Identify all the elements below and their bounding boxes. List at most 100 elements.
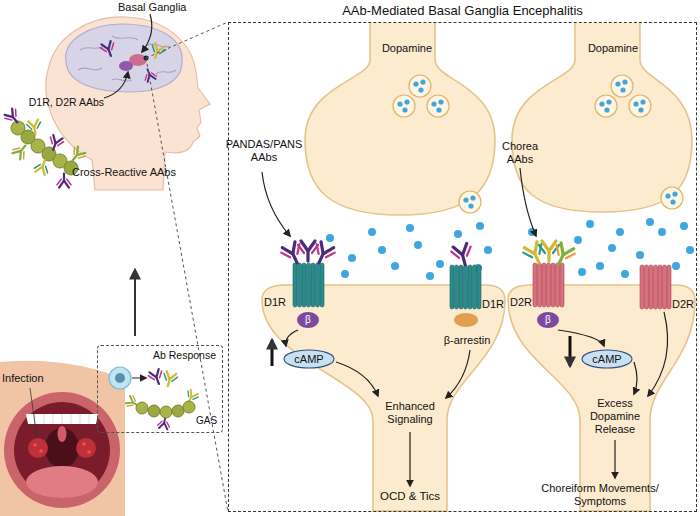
receptors <box>293 263 324 307</box>
mouth-illustration <box>58 426 67 442</box>
dopamine-molecules <box>406 224 414 232</box>
brain-shape <box>119 61 133 71</box>
progression-arrow <box>135 270 136 336</box>
autoantibodies <box>280 241 577 269</box>
outcome-label: OCD & Tics <box>360 490 460 503</box>
synaptic-vesicles <box>393 75 683 213</box>
subunit-label: β <box>542 313 554 326</box>
mouth-illustration <box>33 443 37 447</box>
response-antibodies <box>125 368 200 429</box>
receptors <box>640 265 671 309</box>
receptor-label: D2R <box>672 298 698 311</box>
bacteria-label: GAS <box>196 414 222 427</box>
molecule-name: cAMP <box>581 349 633 369</box>
antibody-label: PANDAS/PANS AAbs <box>222 138 306 164</box>
signal-arrows <box>634 362 637 394</box>
brain-antibodies <box>100 40 167 82</box>
b-cell <box>109 367 131 389</box>
synaptic-vesicles <box>595 95 617 117</box>
dopamine-molecules <box>326 234 334 242</box>
postsynaptic-terminal <box>262 285 695 511</box>
mouth-illustration <box>14 402 110 498</box>
response-antibodies <box>161 371 178 388</box>
dopamine-molecules <box>378 246 386 254</box>
antibody-label: Chorea AAbs <box>495 140 545 166</box>
b-cell <box>109 367 146 389</box>
antibody-label: D1R, D2R AAbs <box>20 96 104 109</box>
dopamine-molecules <box>454 230 462 238</box>
subunit-label: β <box>302 313 314 326</box>
dopamine-molecules <box>680 222 688 230</box>
molecule-name: cAMP <box>283 349 335 369</box>
brain-shape <box>66 24 182 92</box>
arrestin-blobs <box>297 312 559 328</box>
molecule-label: Dopamine <box>578 42 648 55</box>
bacteria-chain <box>148 405 160 417</box>
signal-arrows <box>262 168 668 486</box>
dopamine-molecules <box>578 268 586 276</box>
arrestin-blobs <box>537 312 559 328</box>
mouth-illustration <box>87 450 91 454</box>
cross-reactive-antibodies <box>67 145 87 165</box>
mouth-illustration <box>26 414 98 424</box>
zoom-leader-line <box>146 22 228 58</box>
synaptic-vesicles <box>661 187 683 209</box>
mouth-illustration <box>76 438 96 458</box>
dopamine-molecules <box>646 218 654 226</box>
signal-arrows <box>336 362 378 396</box>
progression-arrow <box>134 270 136 336</box>
arrestin-blobs <box>297 312 319 328</box>
camp-oval: cAMP <box>283 349 335 369</box>
dopamine-molecules <box>348 254 356 262</box>
dopamine-molecules <box>686 246 694 254</box>
mouth-illustration <box>26 466 98 498</box>
bacteria-chain <box>183 401 195 413</box>
panel-frame: cAMPcAMPAAb-Mediated Basal Ganglia Encep… <box>228 22 697 512</box>
bacteria-chain <box>136 401 195 418</box>
signal-arrows <box>262 172 290 236</box>
receptors <box>450 265 481 309</box>
receptor-label: D1R <box>264 296 290 309</box>
cross-reactive-antibodies <box>34 158 52 176</box>
pointer-arrow <box>104 14 152 98</box>
autoantibodies <box>310 241 337 268</box>
receptor-label: D1R <box>482 298 508 311</box>
effect-label: Enhanced Signaling <box>372 400 448 426</box>
panel-title: AAb-Mediated Basal Ganglia Encephalitis <box>229 3 696 19</box>
bacteria-chain <box>172 405 184 417</box>
arrestin-blobs <box>454 313 478 327</box>
synaptic-vesicles <box>629 95 651 117</box>
mouth-illustration <box>0 361 125 516</box>
signal-arrows <box>648 312 668 396</box>
dopamine-molecules <box>476 222 484 230</box>
mouth-illustration <box>4 392 120 508</box>
protein-label: β-arrestin <box>436 334 498 347</box>
dopamine-molecules <box>341 270 349 278</box>
camp-oval: cAMP <box>581 349 633 369</box>
presynaptic-terminal <box>512 23 692 212</box>
antibody-label: Cross-Reactive AAbs <box>72 166 192 179</box>
signal-arrows <box>409 432 410 486</box>
pointer-arrow <box>104 72 128 98</box>
cross-reactive-antibodies <box>26 119 42 135</box>
signal-arrows <box>286 330 298 346</box>
mouth-illustration <box>28 438 48 458</box>
mouth-illustration <box>0 361 125 516</box>
dopamine-molecules <box>574 236 582 244</box>
zoom-leader-line <box>146 22 228 512</box>
infection-label: Infection <box>2 372 62 385</box>
b-cell <box>115 373 125 383</box>
synaptic-vesicles <box>427 95 449 117</box>
dopamine-molecules <box>391 262 399 270</box>
autoantibodies <box>298 241 318 261</box>
effect-label: Excess Dopamine Release <box>583 397 647 436</box>
signal-arrows <box>520 168 536 236</box>
synaptic-vesicles <box>409 75 431 97</box>
mouth-illustration <box>82 442 86 446</box>
receptors <box>533 263 564 307</box>
mouth-illustration <box>35 414 89 424</box>
oval-outline <box>284 350 334 368</box>
bacteria-chain <box>160 406 172 418</box>
